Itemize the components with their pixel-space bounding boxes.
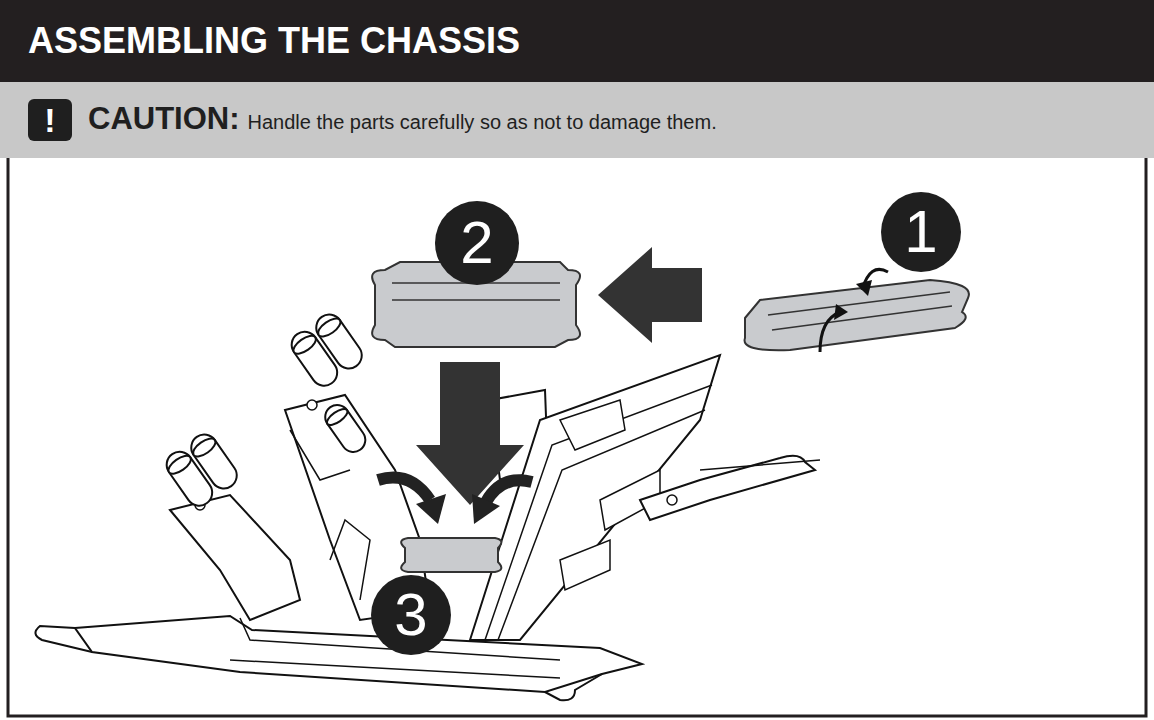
callout-circle (881, 192, 961, 272)
hole (307, 400, 317, 410)
hole (667, 495, 677, 505)
icon-text: ! (44, 103, 55, 137)
press-arrow (378, 478, 430, 501)
stack-line (498, 410, 705, 640)
cylinder-pair (287, 309, 367, 390)
base-line (230, 660, 560, 678)
cylinder-pair (321, 400, 370, 456)
move-arrow (598, 247, 702, 343)
arrow-head (834, 304, 848, 320)
stack-line (485, 385, 712, 640)
callout-circle (371, 575, 451, 655)
stack-tab (560, 400, 625, 450)
side-detail (330, 520, 370, 600)
inserted-part (401, 538, 501, 572)
fold-line (768, 292, 950, 315)
title-band (0, 0, 1154, 82)
lever-line (700, 460, 820, 470)
fold-line (392, 299, 560, 301)
fold-line (772, 306, 952, 330)
cylinder-pair (162, 429, 242, 510)
cylinder-end (325, 406, 350, 428)
frame (8, 82, 1146, 716)
cylinder (186, 429, 242, 493)
lever-arm (640, 456, 815, 520)
base-arm (35, 626, 92, 652)
caution-band: ! CAUTION: Handle the parts carefully so a… (0, 82, 1154, 158)
caution-icon: ! (28, 99, 72, 141)
title-text: ASSEMBLING THE CHASSIS (28, 20, 520, 62)
press-arrow (486, 480, 532, 502)
caution-heading: CAUTION: (88, 101, 240, 137)
caution-row: CAUTION: Handle the parts carefully so as… (88, 101, 717, 137)
cylinder-end (166, 452, 194, 477)
callout-circle (435, 201, 519, 285)
cylinder-end (190, 435, 218, 460)
callout-number: 3 (371, 581, 451, 649)
cylinder (311, 309, 367, 373)
side-frame (170, 495, 300, 620)
arrow-head (416, 494, 446, 524)
arrow-head (856, 280, 872, 296)
callout-number: 2 (437, 209, 517, 277)
stack-tab (560, 540, 610, 590)
cylinder-end (315, 315, 343, 340)
base-plate (75, 616, 642, 692)
cylinder-end (291, 332, 319, 357)
caution-note: Handle the parts carefully so as not to … (248, 111, 717, 134)
arrow-head (472, 494, 500, 524)
part-plate (745, 280, 969, 350)
callout-number: 1 (881, 198, 961, 266)
cylinder (321, 400, 370, 456)
